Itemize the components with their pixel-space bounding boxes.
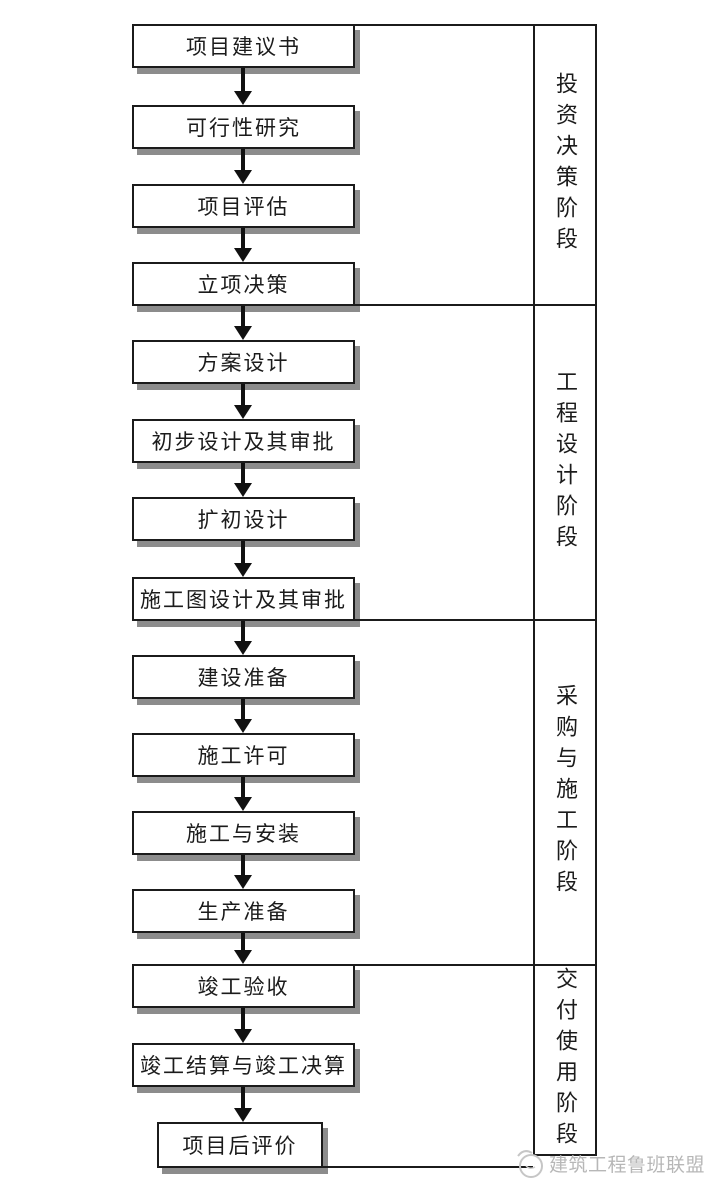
phase-engineering-design: 工程设计阶段 (533, 306, 597, 619)
flow-arrow-down-icon (234, 228, 252, 262)
flow-arrow-down-icon (234, 933, 252, 964)
step-completion-acceptance: 竣工验收 (132, 964, 355, 1008)
luban-logo-icon (517, 1150, 543, 1178)
phase-label: 工程设计阶段 (553, 369, 578, 556)
flow-arrow-down-icon (234, 463, 252, 497)
phase-delivery-use: 交付使用阶段 (533, 966, 597, 1154)
phase-divider-line-3 (355, 964, 597, 966)
flow-arrow-down-icon (234, 384, 252, 419)
step-expanded-preliminary-design: 扩初设计 (132, 497, 355, 541)
step-preliminary-design-approval: 初步设计及其审批 (132, 419, 355, 463)
phase-label: 交付使用阶段 (553, 967, 578, 1153)
phase-investment-decision: 投资决策阶段 (533, 24, 597, 306)
phase-column-left-line (533, 24, 535, 1156)
flow-arrow-down-icon (234, 149, 252, 184)
flow-arrow-down-icon (234, 306, 252, 340)
step-construction-drawing-design-approval: 施工图设计及其审批 (132, 577, 355, 621)
step-project-approval-decision: 立项决策 (132, 262, 355, 306)
phase-procurement-construction: 采购与施工阶段 (533, 621, 597, 964)
flow-arrow-down-icon (234, 68, 252, 105)
step-project-evaluation: 项目评估 (132, 184, 355, 228)
flow-arrow-down-icon (234, 777, 252, 811)
step-scheme-design: 方案设计 (132, 340, 355, 384)
flow-arrow-down-icon (234, 1008, 252, 1043)
step-post-project-evaluation: 项目后评价 (157, 1122, 323, 1168)
step-feasibility-study: 可行性研究 (132, 105, 355, 149)
step-construction-preparation: 建设准备 (132, 655, 355, 699)
phase-label: 投资决策阶段 (553, 72, 578, 258)
bottom-extension-line (323, 1166, 533, 1168)
step-project-proposal: 项目建议书 (132, 24, 355, 68)
flow-arrow-down-icon (234, 541, 252, 577)
flow-arrow-down-icon (234, 699, 252, 733)
phase-column-right-line (595, 24, 597, 1156)
watermark: 建筑工程鲁班联盟 (514, 1146, 705, 1180)
step-completion-settlement-final-accounts: 竣工结算与竣工决算 (132, 1043, 355, 1087)
phase-divider-line-1 (355, 304, 597, 306)
step-production-preparation: 生产准备 (132, 889, 355, 933)
step-construction-permit: 施工许可 (132, 733, 355, 777)
phase-divider-line-2 (355, 619, 597, 621)
flow-arrow-down-icon (234, 621, 252, 655)
flow-arrow-down-icon (234, 1087, 252, 1122)
watermark-text: 建筑工程鲁班联盟 (549, 1154, 706, 1176)
step-construction-and-installation: 施工与安装 (132, 811, 355, 855)
flow-arrow-down-icon (234, 855, 252, 889)
phase-table-top-line (355, 24, 597, 26)
phase-label: 采购与施工阶段 (553, 684, 578, 901)
phase-column-bottom-line (533, 1154, 597, 1156)
